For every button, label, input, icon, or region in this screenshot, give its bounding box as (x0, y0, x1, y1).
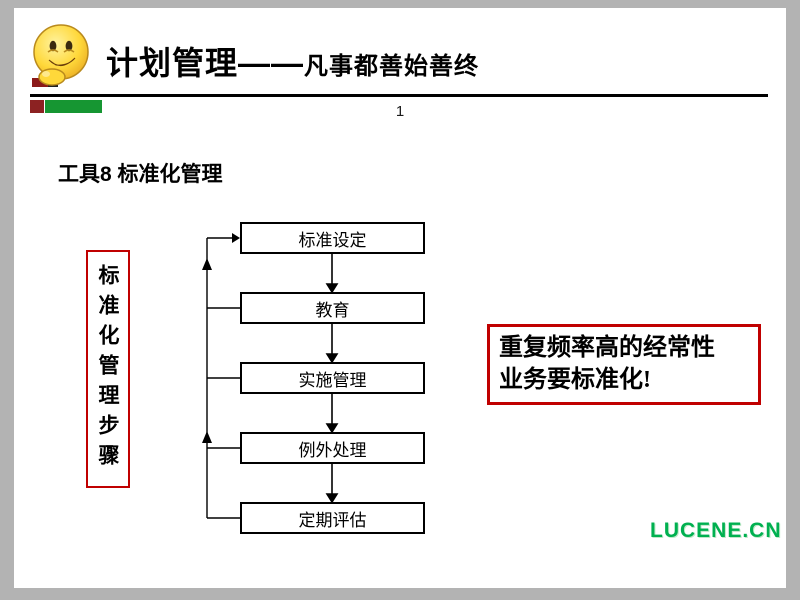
flow-step-box: 标准设定 (240, 222, 425, 254)
section-heading: 工具8 标准化管理 (58, 163, 223, 186)
slide-title-main: 计划管理—— (106, 45, 305, 81)
red-accent-marker (30, 100, 44, 113)
vertical-label-box: 标准化管理步骤 (86, 250, 130, 488)
slide-title-sub: 凡事都善始善终 (304, 53, 480, 80)
flow-step-box: 例外处理 (240, 432, 425, 464)
flow-step-box: 教育 (240, 292, 425, 324)
watermark-logo: LUCENE.CN (650, 519, 782, 542)
slide-title: 计划管理——凡事都善始善终 (106, 38, 479, 84)
callout-box: 重复频率高的经常性 业务要标准化! (487, 324, 761, 405)
green-accent-marker (45, 100, 102, 113)
callout-line-1: 重复频率高的经常性 (499, 335, 715, 361)
flow-step-box: 实施管理 (240, 362, 425, 394)
thinker-emoji-icon (28, 22, 94, 90)
flow-step-box: 定期评估 (240, 502, 425, 534)
title-underline (30, 94, 768, 97)
callout-line-2: 业务要标准化! (499, 367, 651, 394)
slide: 计划管理——凡事都善始善终 1 工具8 标准化管理 标准化管理步骤 (14, 8, 786, 588)
vertical-label-text: 标准化管理步骤 (96, 264, 120, 474)
page-number: 1 (395, 103, 405, 120)
